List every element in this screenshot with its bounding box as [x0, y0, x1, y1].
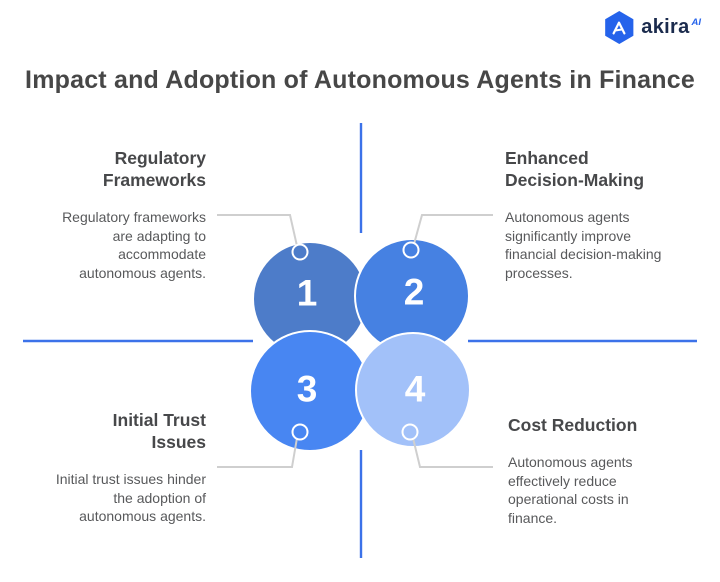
quadrant-enhanced-decision-making: Enhanced Decision-Making Autonomous agen…	[505, 147, 677, 283]
connector-line-2	[413, 214, 493, 245]
circle-number-2: 2	[404, 272, 425, 313]
circle-3	[249, 330, 371, 452]
quadrant-cost-reduction: Cost Reduction Autonomous agents effecti…	[508, 414, 673, 527]
quadrant-body: Initial trust issues hinder the adoption…	[55, 471, 206, 525]
connector-line-1	[217, 214, 298, 247]
connector-ring-2	[402, 241, 420, 259]
quadrant-regulatory-frameworks: Regulatory Frameworks Regulatory framewo…	[40, 147, 206, 283]
connector-ring-4	[401, 423, 419, 441]
logo-brand-name: akira	[641, 16, 690, 38]
circle-number-4: 4	[405, 369, 426, 410]
quadrant-body: Autonomous agents effectively reduce ope…	[508, 454, 633, 526]
logo-superscript: AI	[691, 17, 702, 28]
connector-line-3	[217, 437, 298, 468]
quadrant-body: Regulatory frameworks are adapting to ac…	[62, 209, 206, 281]
circle-2	[354, 238, 470, 354]
circle-number-1: 1	[297, 273, 318, 314]
connector-line-4	[412, 437, 493, 468]
connector-ring-3	[291, 423, 309, 441]
circle-1	[252, 241, 368, 357]
quadrant-heading: Regulatory Frameworks	[102, 148, 206, 191]
akira-logo-icon	[605, 11, 634, 44]
circle-4	[355, 332, 471, 448]
quadrant-heading: Enhanced Decision-Making	[505, 148, 645, 191]
circle-number-3: 3	[297, 369, 318, 410]
quadrant-heading: Cost Reduction	[508, 415, 638, 435]
page-title: Impact and Adoption of Autonomous Agents…	[25, 66, 695, 94]
quadrant-body: Autonomous agents significantly improve …	[505, 209, 662, 281]
quadrant-initial-trust-issues: Initial Trust Issues Initial trust issue…	[36, 409, 206, 526]
connector-ring-1	[291, 243, 309, 261]
quadrant-heading: Initial Trust Issues	[112, 410, 206, 453]
